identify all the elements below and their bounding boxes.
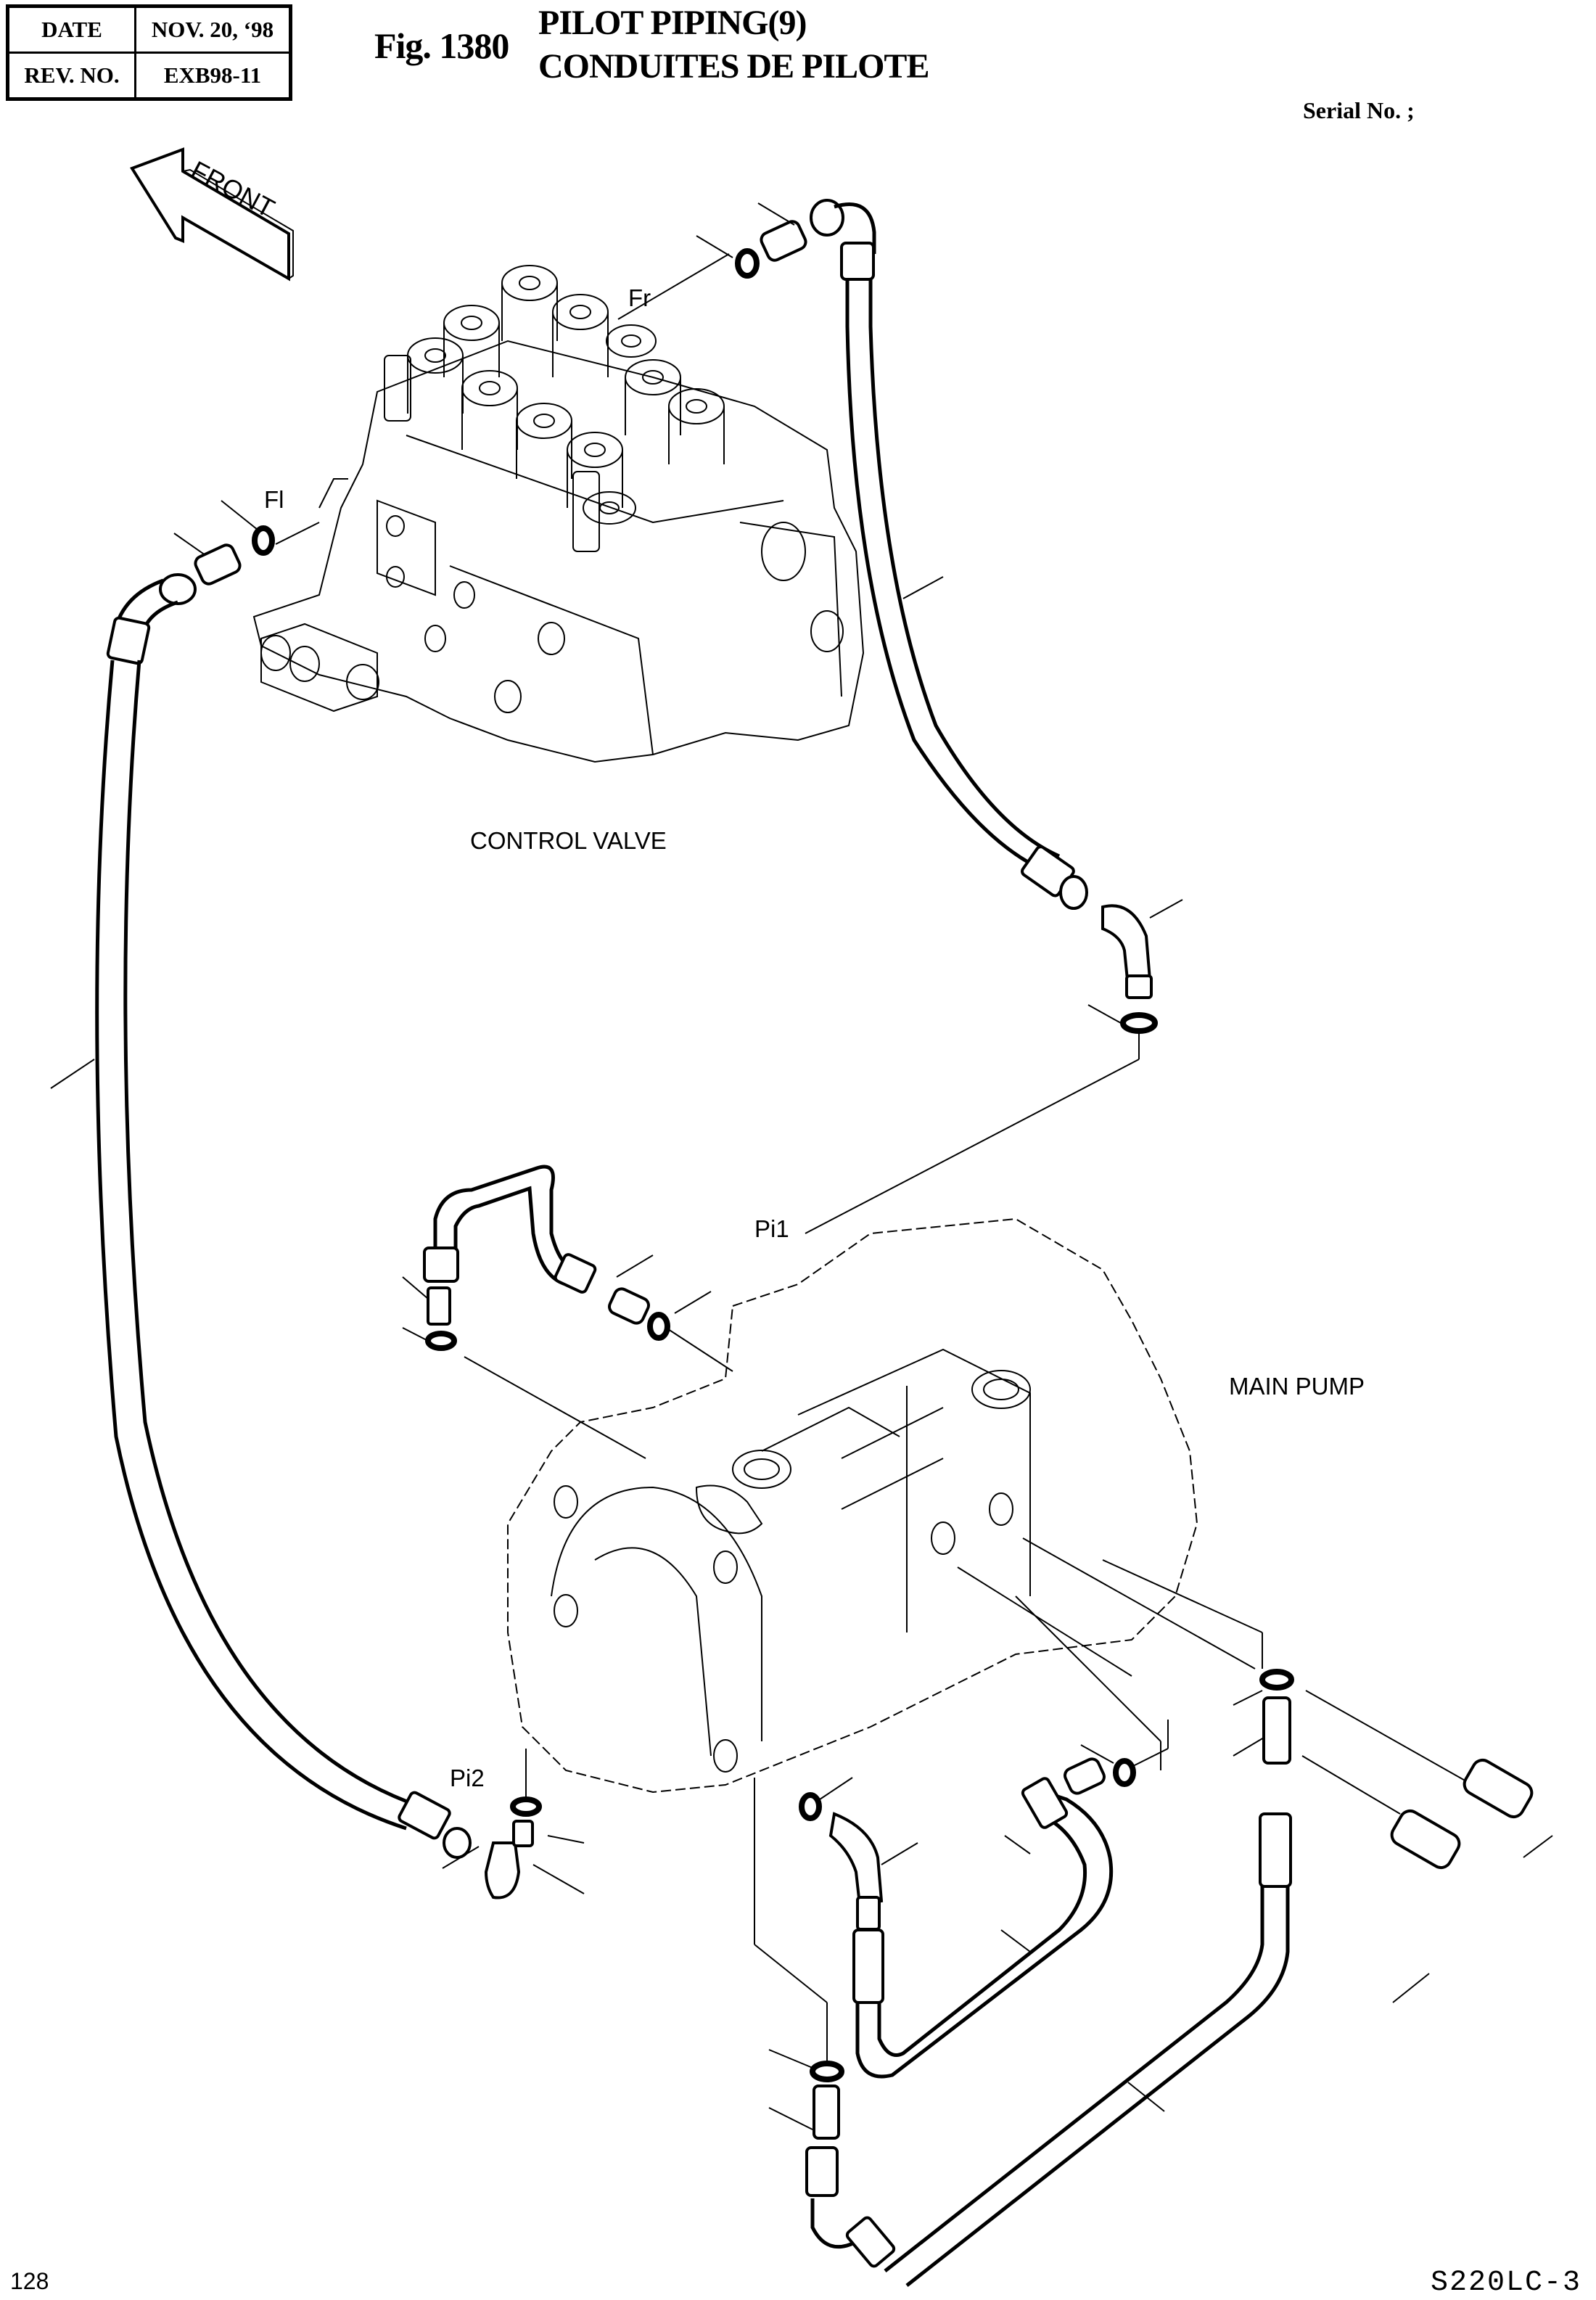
elbow-nut-fr (810, 199, 844, 237)
serial-number: Serial No. ; (1303, 97, 1415, 123)
spare-adapters (1301, 1690, 1553, 2003)
adapter-right-upper (1463, 1758, 1534, 1819)
o-ring-pi1-right (647, 1312, 670, 1341)
label-pi1: Pi1 (754, 1215, 789, 1242)
o-ring-lower-mid (1113, 1758, 1136, 1787)
elbow-fitting-pi2 (442, 1749, 585, 1899)
title-english: PILOT PIPING(9) (538, 4, 807, 42)
rev-label: REV. NO. (7, 52, 136, 100)
o-ring-pi2 (510, 1796, 542, 1817)
o-ring-lower-right (1259, 1669, 1294, 1691)
o-ring-bottom (810, 2061, 844, 2082)
adapter-fr (760, 220, 807, 262)
elbow-fitting-pi1 (805, 899, 1183, 1234)
label-main-pump: MAIN PUMP (1229, 1373, 1365, 1400)
o-ring-pi1-top (1120, 1012, 1158, 1034)
revision-table: DATE NOV. 20, ‘98 REV. NO. EXB98-11 (6, 4, 292, 101)
page-number: 128 (10, 2268, 49, 2294)
o-ring-lower-left (799, 1792, 822, 1821)
title-french: CONDUITES DE PILOTE (538, 47, 929, 86)
label-fr: Fr (628, 284, 651, 311)
o-ring-pi1-left (425, 1331, 457, 1351)
spool-caps (407, 265, 725, 525)
control-valve (252, 265, 865, 763)
adapter-right-lower (1390, 1809, 1461, 1870)
date-value: NOV. 20, ‘98 (134, 5, 292, 54)
main-pump (507, 1217, 1263, 2061)
adapter-fl (194, 543, 242, 586)
o-ring-fl (252, 525, 275, 556)
pilot-hose-fl (50, 578, 472, 1859)
lower-pipes (768, 1669, 1294, 2287)
fl-port-fittings (159, 500, 320, 605)
pilot-hose-fr (834, 202, 1088, 910)
o-ring-fr (735, 248, 760, 279)
fr-port-fittings (617, 199, 844, 320)
label-control-valve: CONTROL VALVE (470, 827, 667, 854)
figure-number: Fig. 1380 (374, 25, 509, 66)
pilot-pipe-pi1 (402, 1165, 733, 1459)
front-arrow-icon: FRONT (130, 147, 294, 282)
label-pi2: Pi2 (450, 1765, 485, 1791)
model-code: S220LC-3 (1431, 2267, 1582, 2299)
rev-value: EXB98-11 (134, 52, 292, 100)
label-fl: Fl (264, 486, 284, 513)
date-label: DATE (7, 5, 136, 54)
